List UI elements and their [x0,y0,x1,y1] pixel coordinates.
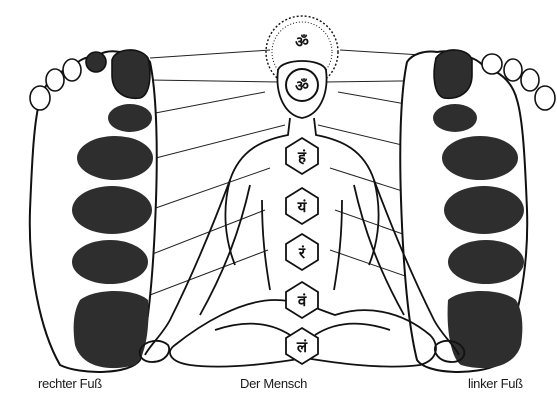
chakra-third-eye-symbol: ॐ [295,77,309,95]
caption-left-foot: linker Fuß [468,376,523,391]
chakra-throat-symbol: हं [297,148,307,166]
caption-person: Der Mensch [240,376,307,391]
chakra-crown-symbol: ॐ [295,33,309,51]
right-foot-big-toe [112,50,150,98]
left-foot-toe-1 [535,86,555,110]
right-foot-toe-4 [86,52,106,72]
left-foot [400,50,555,372]
left-foot-big-toe [434,50,472,98]
right-foot-zone-4 [72,240,148,284]
chakra-sacral-symbol: वं [297,292,307,310]
figure-left-hand [140,341,169,362]
right-foot-toe-2 [46,69,64,91]
chakra-solar-plexus-symbol: रं [298,244,306,262]
left-foot-zone-5 [448,291,523,368]
chakra-sacral: वं [286,282,318,318]
chakra-crown: ॐ [295,33,309,51]
chakra-symbols: ॐ ॐ हं यं रं वं लं [286,33,318,364]
chakra-heart-symbol: यं [297,198,308,216]
right-foot [30,50,157,372]
left-foot-zone-2 [442,136,518,180]
right-foot-toe-1 [30,86,50,110]
chakra-root-symbol: लं [296,338,308,356]
right-foot-zone-2 [77,136,153,180]
left-foot-zone-3 [444,186,524,234]
right-foot-toe-3 [63,59,81,81]
caption-right-foot: rechter Fuß [38,376,102,391]
left-foot-toe-2 [521,69,539,91]
chakra-throat: हं [286,138,318,174]
chakra-solar-plexus: रं [286,234,318,270]
left-foot-toe-3 [504,59,522,81]
left-foot-zone-1 [433,104,477,132]
chakra-third-eye: ॐ [286,69,318,101]
left-foot-toe-4 [482,54,502,74]
right-foot-zone-5 [74,291,149,368]
right-foot-zone-3 [72,186,152,234]
left-foot-zone-4 [448,240,524,284]
chakra-heart: यं [286,188,318,224]
right-foot-zone-1 [108,104,152,132]
